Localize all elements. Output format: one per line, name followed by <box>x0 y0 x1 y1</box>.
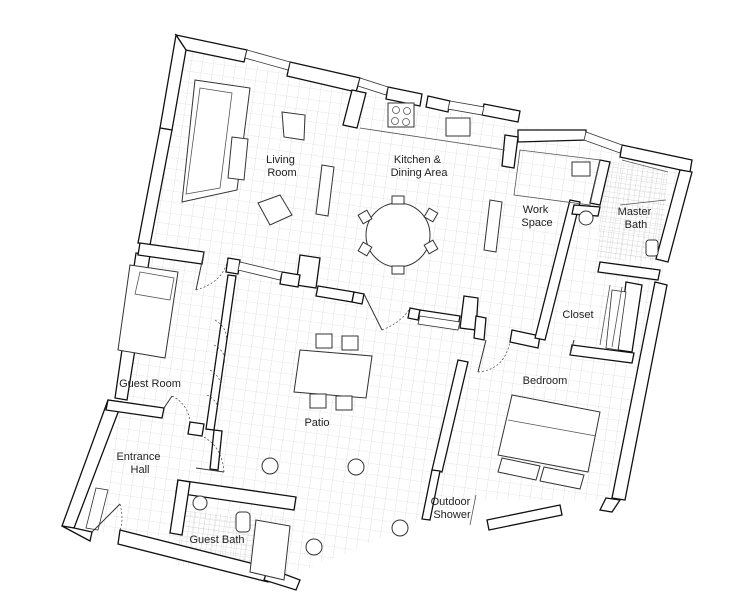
bedroom-bed <box>497 394 601 490</box>
room-labels: Living Room Kitchen & Dining Area Work S… <box>116 154 655 546</box>
coffee-table <box>227 136 249 181</box>
guest-bed <box>117 264 179 359</box>
planter-4 <box>305 538 323 556</box>
label-outdoor-shower: Outdoor Shower <box>431 496 474 521</box>
armchair-bottom <box>257 194 293 226</box>
label-work-space: Work Space <box>521 204 552 229</box>
doors <box>91 251 575 533</box>
armchair-top <box>281 111 306 141</box>
label-patio: Patio <box>304 417 329 429</box>
kitchen-island-left <box>315 164 335 217</box>
windows <box>85 49 627 531</box>
label-entrance-hall: Entrance Hall <box>116 451 163 476</box>
patio-table <box>293 333 373 411</box>
master-bath-sink <box>578 210 594 226</box>
interior-walls <box>105 159 661 521</box>
work-chair <box>571 161 591 177</box>
guest-bath-sink <box>192 495 208 511</box>
furniture <box>117 79 669 581</box>
guest-bath-toilet <box>235 511 251 533</box>
kitchen-island-right <box>483 199 503 253</box>
label-bedroom: Bedroom <box>523 375 568 387</box>
dining-table <box>357 195 439 275</box>
planter-3 <box>391 519 409 537</box>
kitchen-sink <box>445 117 471 137</box>
label-kitchen-dining: Kitchen & Dining Area <box>391 154 449 179</box>
planter-1 <box>261 457 279 475</box>
master-bath-toilet <box>645 239 659 257</box>
label-guest-room: Guest Room <box>119 378 181 390</box>
stove <box>387 102 415 128</box>
label-closet: Closet <box>562 309 593 321</box>
guest-bath-tub <box>249 519 291 581</box>
planter-2 <box>347 458 365 476</box>
label-guest-bath: Guest Bath <box>189 534 244 546</box>
work-desk <box>513 149 601 206</box>
label-living-room: Living Room <box>266 154 298 179</box>
outdoor-shower-drain <box>469 494 477 526</box>
label-master-bath: Master Bath <box>618 206 655 231</box>
